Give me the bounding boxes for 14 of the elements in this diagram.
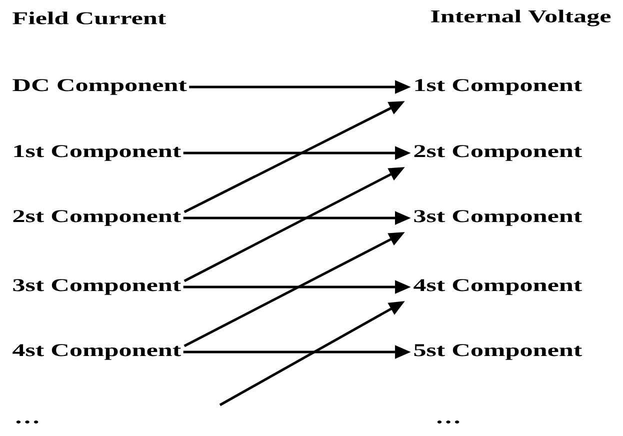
component-label: 1st Component: [14, 145, 181, 161]
component-label: 4st Component: [12, 344, 181, 360]
component-label: 3st Component: [13, 279, 181, 295]
column-heading: Field Current: [12, 12, 166, 24]
component-label: 1st Component: [415, 79, 582, 95]
column-heading: Internal Voltage: [431, 10, 611, 26]
ellipsis: …: [16, 420, 38, 424]
component-label: 4st Component: [414, 279, 582, 295]
component-label: 5st Component: [414, 344, 582, 360]
component-label: DC Component: [12, 79, 187, 95]
component-label: 3st Component: [414, 210, 582, 226]
component-label: 2st Component: [414, 145, 582, 161]
component-label: 2st Component: [13, 210, 181, 226]
ellipsis: …: [437, 420, 460, 424]
